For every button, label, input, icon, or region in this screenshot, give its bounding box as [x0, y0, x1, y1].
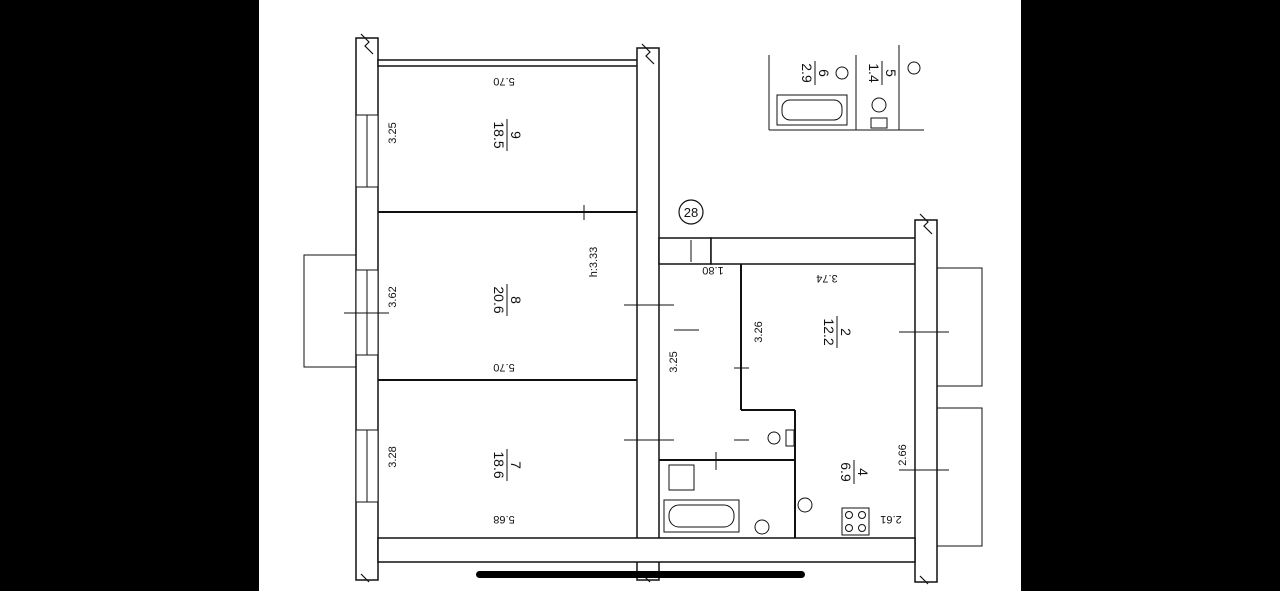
room-7-width: 5.68: [493, 513, 514, 525]
corridor-length: 3.25: [668, 351, 680, 372]
break-marks: [360, 33, 933, 585]
svg-text:8: 8: [508, 296, 524, 304]
left-windows: [355, 114, 379, 503]
room-6-label: 6 2.9: [799, 61, 832, 85]
room-4-label: 4 6.9: [838, 460, 871, 484]
svg-text:18.6: 18.6: [491, 451, 507, 478]
door-marks: [583, 205, 749, 470]
svg-text:2.9: 2.9: [799, 63, 815, 83]
room-8-label: 8 20.6: [491, 284, 524, 316]
room-9-label: 9 18.5: [491, 119, 524, 151]
room-4-depth: 2.66: [897, 444, 909, 465]
svg-text:2: 2: [838, 328, 854, 336]
room-4-width: 2.61: [880, 513, 901, 525]
floor-plan: 28 9 18.5 5.70 3.25 8 20.6 5.70 3.62 h:3…: [303, 33, 983, 585]
room-7-label: 7 18.6: [491, 449, 524, 481]
svg-text:20.6: 20.6: [491, 286, 507, 313]
floor-plan-sheet: 28 9 18.5 5.70 3.25 8 20.6 5.70 3.62 h:3…: [259, 0, 1021, 591]
right-balconies: [899, 267, 983, 547]
room-2-label: 2 12.2: [821, 316, 854, 348]
svg-text:9: 9: [508, 131, 524, 139]
room-9-depth: 3.25: [387, 122, 399, 143]
plan-marker: 28: [684, 205, 698, 220]
svg-text:5: 5: [883, 69, 899, 77]
left-balcony: [303, 254, 357, 368]
room-8-depth: 3.62: [387, 286, 399, 307]
svg-text:6: 6: [816, 69, 832, 77]
cabinet-icon: [668, 464, 695, 491]
room-8-width: 5.70: [493, 361, 514, 373]
room-2-width: 3.74: [816, 272, 837, 284]
svg-text:18.5: 18.5: [491, 121, 507, 148]
partitions: [378, 211, 796, 538]
plan-marker-circle: [678, 199, 704, 225]
washbasin-icon: [754, 519, 770, 535]
svg-text:4: 4: [855, 468, 871, 476]
home-indicator[interactable]: [476, 571, 805, 578]
stove-icon: [841, 507, 870, 536]
kitchen-sink-icon: [797, 497, 813, 513]
svg-text:12.2: 12.2: [821, 318, 837, 345]
room-9-width: 5.70: [493, 75, 514, 87]
svg-text:6.9: 6.9: [838, 462, 854, 482]
outer-walls: [355, 37, 938, 583]
room-7-depth: 3.28: [387, 446, 399, 467]
ceiling-height: h:3.33: [588, 247, 600, 278]
corridor-width: 1.80: [702, 264, 723, 276]
bathtub-icon: [663, 499, 740, 533]
room-5-label: 5 1.4: [866, 61, 899, 85]
inset-detail: [768, 45, 924, 131]
room-2-depth: 3.26: [753, 321, 765, 342]
toilet-icon: [767, 429, 795, 447]
svg-text:7: 7: [508, 461, 524, 469]
svg-text:1.4: 1.4: [866, 63, 882, 83]
